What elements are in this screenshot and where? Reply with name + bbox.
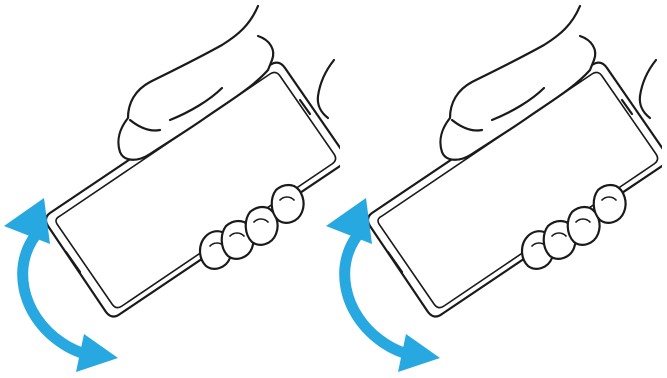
hand-holding-phone-icon xyxy=(0,0,340,378)
illustration-panel-left xyxy=(0,0,340,378)
hand-holding-phone-icon xyxy=(322,0,662,378)
illustration-panel-right xyxy=(322,0,662,378)
